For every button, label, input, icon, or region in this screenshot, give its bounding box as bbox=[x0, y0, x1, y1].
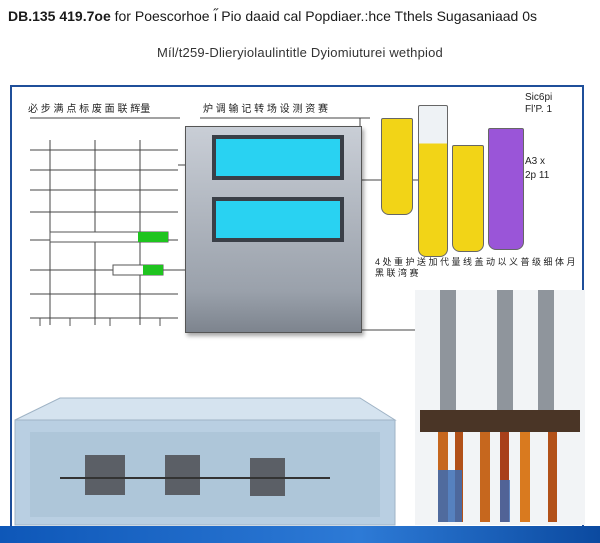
right-label-mid: A3 x 2p 11 bbox=[525, 155, 549, 183]
diagram-label-mid: 炉 调 输 记 转 场 设 测 资 赛 bbox=[203, 104, 329, 115]
title-text: for Poescorhoe ı̋ Pio daaid cal Popdiaer… bbox=[114, 8, 537, 24]
vial-yellow-3 bbox=[452, 145, 484, 252]
display-screen-top bbox=[212, 135, 344, 180]
page-subtitle: Míl/t259-Dlieryiolaulintitle Dyiomiuture… bbox=[156, 45, 443, 60]
green-indicator bbox=[138, 232, 168, 242]
vial-yellow-2 bbox=[418, 105, 448, 257]
footer-bar bbox=[0, 526, 600, 543]
display-screen-bottom bbox=[212, 197, 344, 242]
right-label-mid-2: 2p 11 bbox=[525, 170, 550, 181]
control-unit-icon bbox=[185, 126, 362, 333]
title-code: DB.135 419.7oe bbox=[8, 8, 111, 24]
right-label-top: Sic6pi Fl’P. 1 bbox=[525, 92, 552, 116]
vial-purple bbox=[488, 128, 524, 250]
right-label-top-2: Fl’P. 1 bbox=[525, 104, 553, 115]
diagram-label-left: 必 步 满 点 标 废 面 联 辉量 bbox=[28, 104, 151, 115]
page-title: DB.135 419.7oe for Poescorhoe ı̋ Pio daa… bbox=[8, 8, 593, 26]
right-caption: 4 处 重 护 送 加 代 量 线 盖 动 以 义 普 级 细 体 月 黑 联 … bbox=[375, 257, 576, 278]
vial-yellow-1 bbox=[381, 118, 413, 215]
right-label-top-1: Sic6pi bbox=[525, 92, 553, 103]
right-label-mid-1: A3 x bbox=[525, 156, 546, 167]
